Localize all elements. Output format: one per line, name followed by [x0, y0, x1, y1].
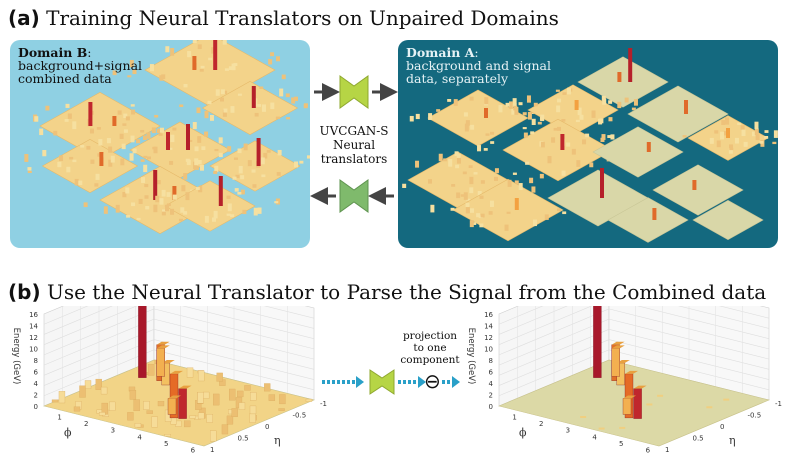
z-tick-label: 14: [484, 323, 493, 331]
translator-icon: [369, 369, 395, 395]
section-a-label: (a): [8, 6, 40, 30]
z-tick-label: 6: [489, 369, 494, 377]
histogram-tile: [179, 81, 308, 135]
phi-tick-label: 5: [619, 440, 623, 448]
phi-tick-label: 1: [512, 413, 516, 421]
z-tick-label: 12: [29, 334, 38, 342]
phi-tick-label: 4: [592, 433, 597, 441]
histogram-tile: [477, 118, 627, 182]
translator-label-2: Neural: [332, 138, 376, 152]
eta-tick-label: 0: [265, 423, 269, 431]
domain-a-histograms: [402, 48, 778, 243]
z-axis-label: Energy (GeV): [11, 328, 21, 385]
eta-tick-label: -0.5: [293, 412, 307, 420]
projection-label-1: projection: [402, 330, 458, 342]
projection-label-3: component: [400, 354, 460, 366]
histogram-tile: [112, 40, 286, 107]
z-tick-label: 14: [29, 323, 38, 331]
eta-tick-label: -1: [320, 400, 327, 408]
histogram-tile: [505, 84, 638, 136]
projection-label: projection to one component: [390, 330, 470, 366]
histogram-tile: [577, 48, 669, 108]
translator-bottom-icon: [339, 179, 369, 213]
projection-symbol: ⊖: [424, 369, 441, 393]
domain-a-text: Domain A: background and signal data, se…: [406, 45, 552, 86]
z-tick-label: 10: [29, 346, 38, 354]
translator-label-3: translators: [320, 152, 388, 166]
eta-axis-label: η: [729, 434, 736, 447]
eta-tick-label: -1: [775, 400, 782, 408]
histogram-tile: [627, 85, 729, 143]
phi-tick-label: 6: [191, 447, 196, 455]
eta-tick-label: 0.5: [693, 435, 704, 443]
domain-a-desc-1: background and signal: [406, 58, 552, 73]
z-axis-label: Energy (GeV): [466, 328, 476, 385]
eta-axis-label: η: [274, 434, 281, 447]
phi-axis-label: ϕ: [519, 426, 527, 439]
phi-tick-label: 2: [539, 420, 543, 428]
pipeline-arrows: [322, 369, 460, 395]
histogram-tile: [682, 115, 778, 161]
phi-tick-label: 6: [646, 447, 651, 455]
histogram-tile: [24, 139, 174, 193]
domain-a-name: Domain A: [406, 45, 475, 60]
phi-tick-label: 1: [57, 413, 61, 421]
histogram-tile: [592, 126, 684, 178]
plot-bars: [51, 306, 313, 442]
section-b-heading: Use the Neural Translator to Parse the S…: [46, 280, 767, 304]
z-tick-label: 4: [489, 380, 494, 388]
translator-label: UVCGAN-S Neural translators: [310, 124, 398, 166]
section-b-label: (b): [8, 280, 41, 304]
z-tick-label: 2: [489, 392, 493, 400]
eta-tick-label: 0.5: [238, 435, 249, 443]
histogram-tile: [145, 176, 280, 232]
z-tick-label: 10: [484, 346, 493, 354]
plot-grid: [498, 306, 770, 407]
eta-tick-label: -0.5: [748, 412, 762, 420]
phi-tick-label: 3: [566, 427, 570, 435]
domain-a-desc-2: data, separately: [406, 71, 509, 86]
z-tick-label: 6: [34, 369, 39, 377]
translator-arrows: [310, 75, 398, 213]
z-tick-label: 2: [34, 392, 38, 400]
histogram-tile: [607, 197, 689, 243]
z-tick-label: 16: [29, 311, 38, 319]
z-tick-label: 4: [34, 380, 39, 388]
eta-tick-label: 0: [720, 423, 724, 431]
phi-tick-label: 4: [137, 433, 142, 441]
domain-b-desc-2: combined data: [18, 71, 112, 86]
histogram-tile: [652, 164, 744, 216]
z-tick-label: 16: [484, 311, 493, 319]
histogram-tile: [194, 138, 310, 192]
z-tick-label: 8: [34, 357, 38, 365]
histogram-tile: [430, 178, 598, 242]
section-b-title: (b) Use the Neural Translator to Parse t…: [8, 280, 766, 304]
phi-tick-label: 2: [84, 420, 88, 428]
histogram-tile: [692, 200, 764, 240]
domain-b-desc-1: background+signal: [18, 58, 143, 73]
z-tick-label: 12: [484, 334, 493, 342]
domain-b-panel: Domain B: background+signal combined dat…: [10, 40, 310, 248]
domain-a-panel: Domain A: background and signal data, se…: [398, 40, 778, 248]
z-tick-label: 8: [489, 357, 493, 365]
projection-label-2: to one: [413, 342, 447, 354]
section-a-title: (a) Training Neural Translators on Unpai…: [8, 6, 559, 30]
phi-tick-label: 5: [164, 440, 168, 448]
phi-tick-label: 3: [111, 427, 115, 435]
plot-grid: [43, 306, 315, 407]
z-tick-label: 0: [34, 403, 38, 411]
translator-top-icon: [339, 75, 369, 109]
plot-bars: [580, 306, 730, 430]
domain-b-name: Domain B: [18, 45, 88, 60]
domain-b-text: Domain B: background+signal combined dat…: [18, 45, 143, 86]
section-a-heading: Training Neural Translators on Unpaired …: [46, 6, 559, 30]
phi-axis-label: ϕ: [64, 426, 72, 439]
z-tick-label: 0: [489, 403, 493, 411]
eta-tick-label: 1: [210, 446, 214, 454]
eta-tick-label: 1: [665, 446, 669, 454]
translator-label-1: UVCGAN-S: [319, 124, 389, 138]
domain-b-histograms: [24, 40, 310, 234]
